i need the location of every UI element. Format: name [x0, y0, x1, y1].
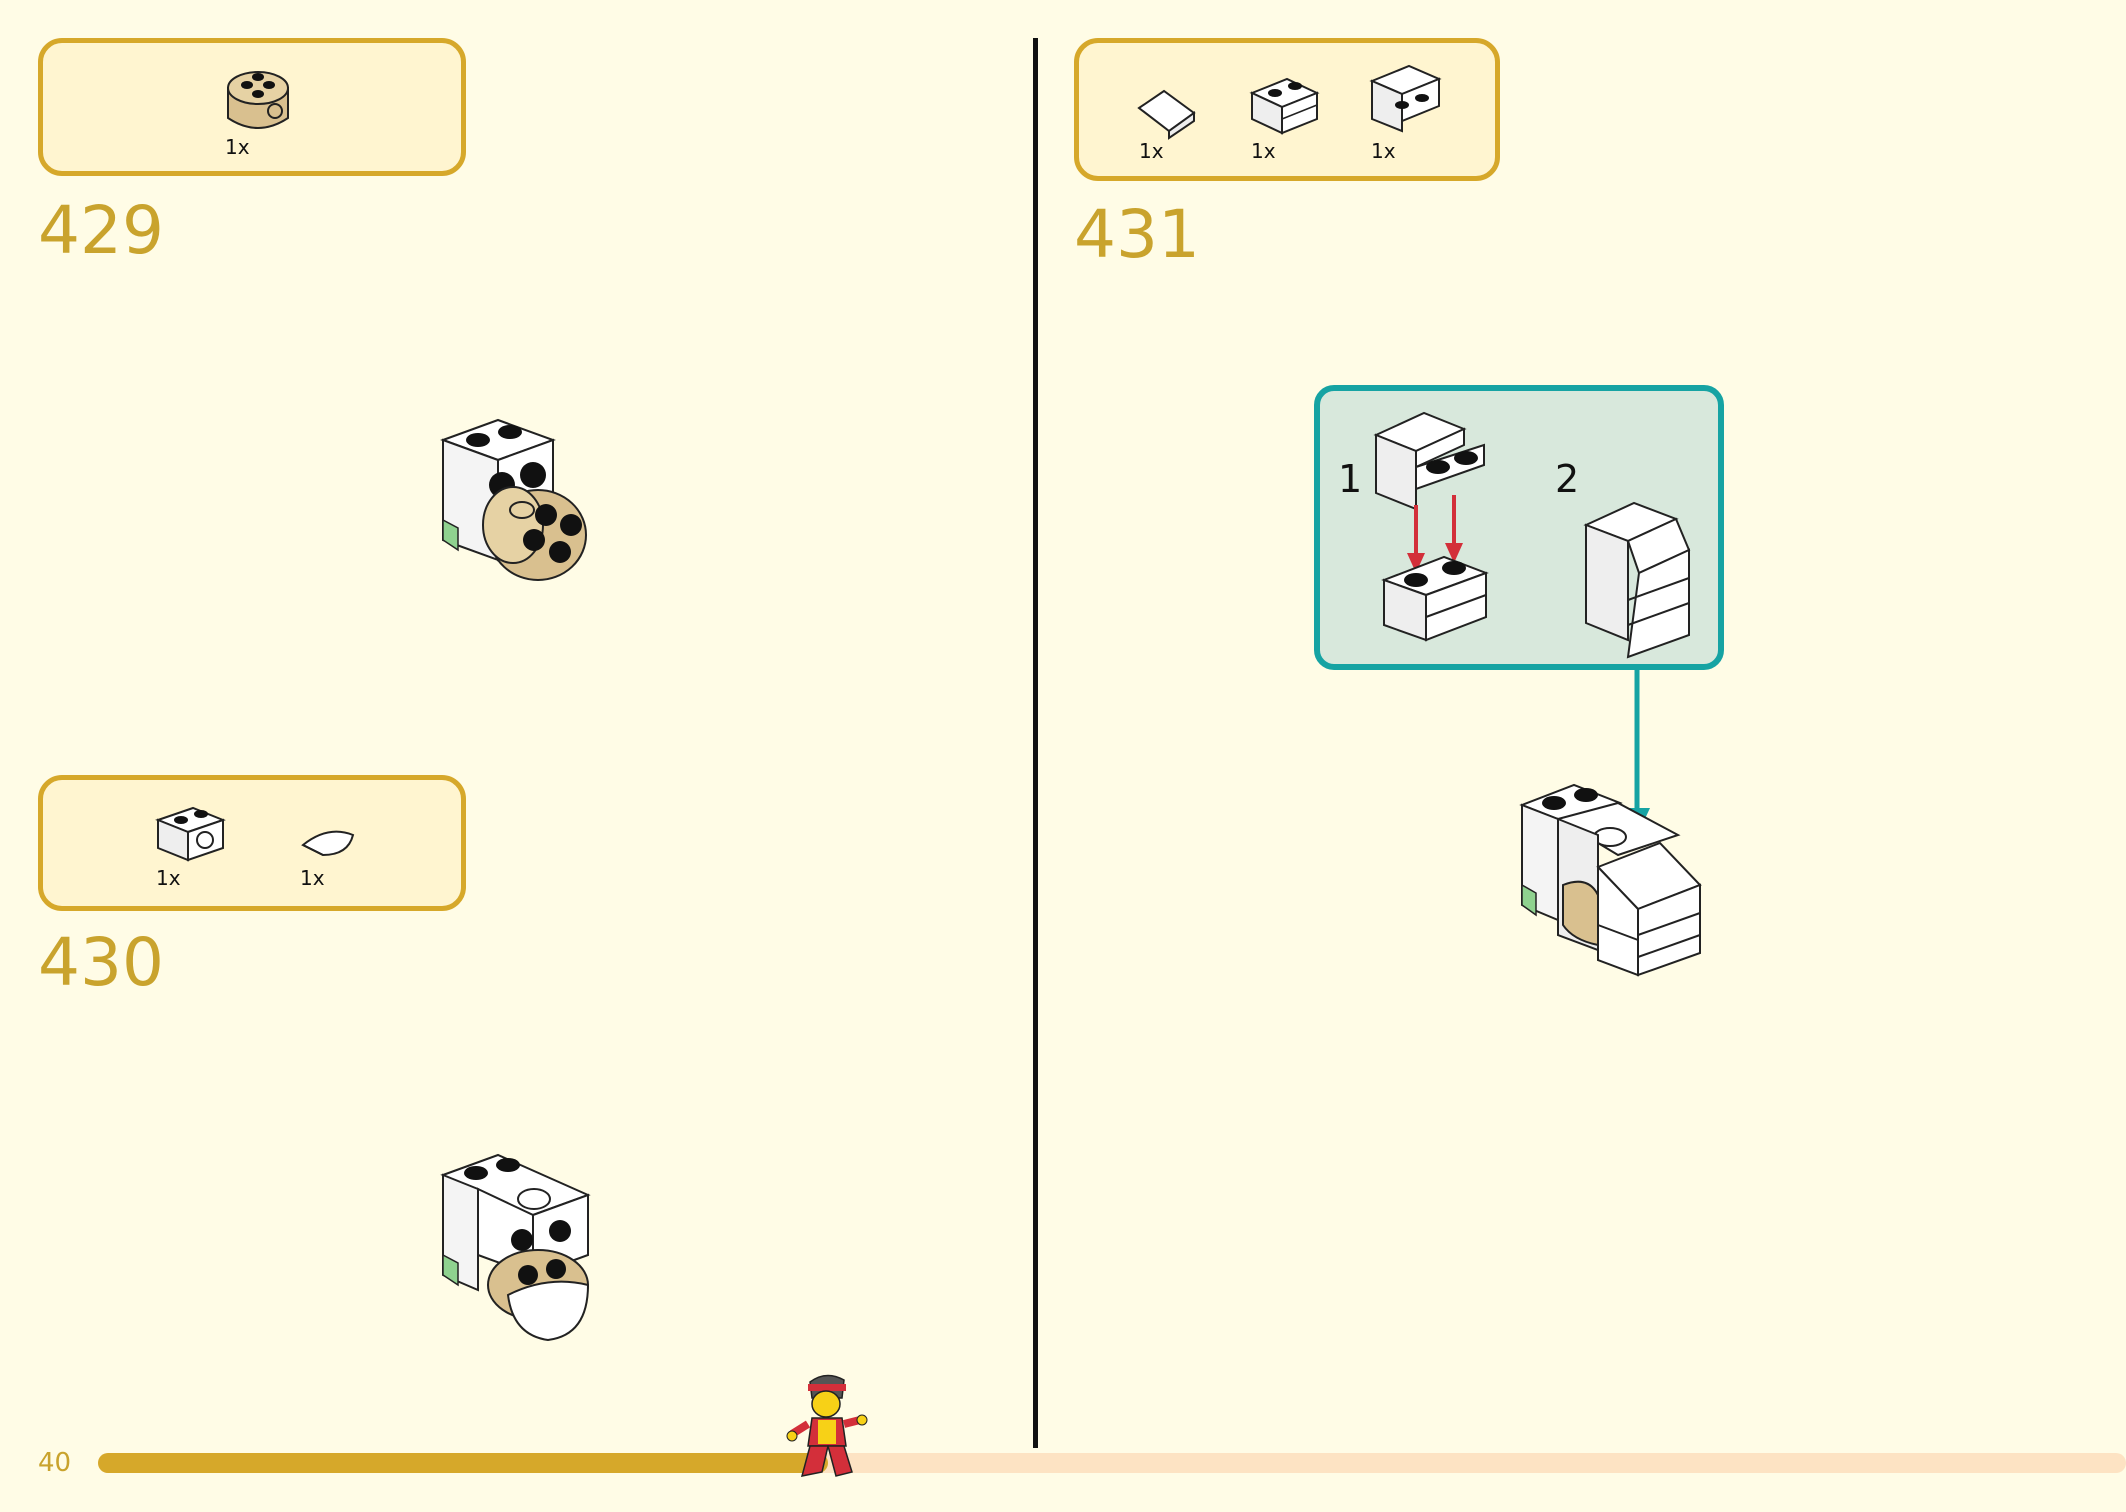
part-qty: 1x: [225, 135, 250, 159]
white-technic-brick-icon: [155, 806, 226, 862]
step-number-431: 431: [1074, 196, 1200, 273]
parts-box-step-431: 1x 1x 1x: [1074, 38, 1500, 181]
part-qty: 1x: [1139, 139, 1164, 163]
tan-round-brick-icon: [227, 71, 289, 129]
part-qty: 1x: [1251, 139, 1276, 163]
minifigure-runner-icon: [786, 1374, 868, 1477]
model-step-430-illustration: [440, 1153, 591, 1342]
white-bracket-icon: [1369, 64, 1442, 133]
page-number: 40: [38, 1448, 72, 1478]
model-step-429-illustration: [440, 418, 587, 581]
callout-substep-illustrations: [1373, 411, 1691, 659]
model-step-431-illustration: [1519, 783, 1702, 977]
step-number-429: 429: [38, 192, 164, 269]
substep-number-2: 2: [1555, 457, 1580, 501]
progress-bar: [98, 1453, 2126, 1473]
page-divider: [1033, 38, 1038, 1448]
part-qty: 1x: [1371, 139, 1396, 163]
white-curved-tile-icon: [301, 830, 355, 857]
parts-box-step-430: 1x 1x: [38, 775, 466, 911]
substep-number-1: 1: [1338, 457, 1363, 501]
parts-box-step-429: 1x: [38, 38, 466, 176]
white-brick-modified-icon: [1249, 77, 1320, 135]
white-slope-icon: [1137, 89, 1196, 140]
part-qty: 1x: [300, 866, 325, 890]
step-number-430: 430: [38, 924, 164, 1001]
progress-bar-fill: [98, 1453, 829, 1473]
part-qty: 1x: [156, 866, 181, 890]
